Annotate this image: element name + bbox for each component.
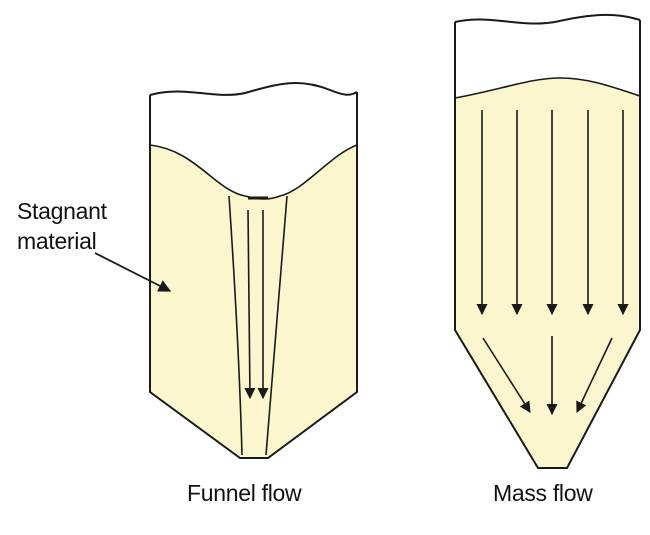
mass-flow-silo	[454, 13, 641, 469]
mass-material-surface	[454, 77, 641, 99]
stagnant-label-line2: material	[17, 228, 97, 254]
funnel-top-edge	[149, 81, 358, 96]
funnel-channel-left	[228, 195, 243, 456]
stagnant-material-label: Stagnant material	[17, 196, 107, 256]
funnel-flow-arrow-left	[244, 209, 256, 400]
mass-hopper-arrow-left	[482, 337, 531, 413]
funnel-material-fill	[150, 145, 357, 458]
mass-hopper-arrow-right	[576, 337, 613, 414]
mass-top-edge	[454, 13, 641, 25]
funnel-silo-walls	[149, 92, 358, 459]
mass-flow-caption: Mass flow	[493, 480, 593, 506]
funnel-flow-caption: Funnel flow	[187, 480, 302, 506]
funnel-flow-silo	[149, 81, 358, 459]
stagnant-pointer-arrow	[94, 252, 172, 292]
mass-silo-walls	[454, 20, 641, 469]
stagnant-label-line1: Stagnant	[17, 198, 107, 224]
funnel-channel-right	[265, 195, 288, 456]
mass-material-fill	[455, 78, 640, 468]
